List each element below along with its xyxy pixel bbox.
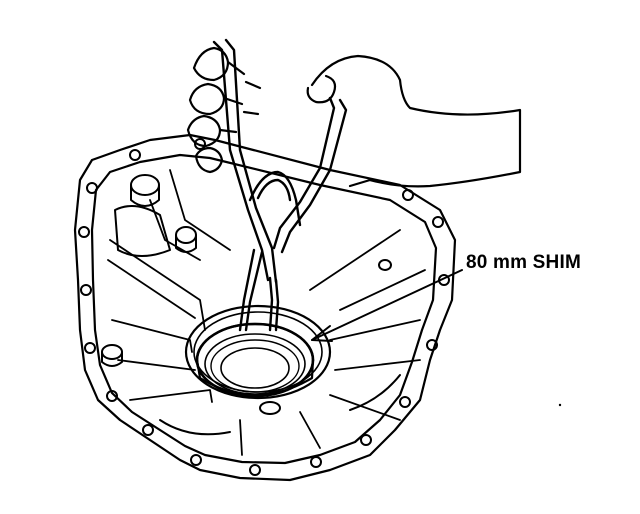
callout-leader [311,269,463,342]
snap-ring-pliers [212,38,348,332]
housing-flange [73,133,457,482]
shim-ring [195,322,315,398]
housing-ribs [107,169,426,456]
housing-bosses [101,174,401,436]
bolt-holes [78,138,450,476]
bearing-bore [184,304,332,400]
speck-dot [558,403,562,407]
hand [186,46,522,188]
callout-label: 80 mm SHIM [466,252,581,273]
